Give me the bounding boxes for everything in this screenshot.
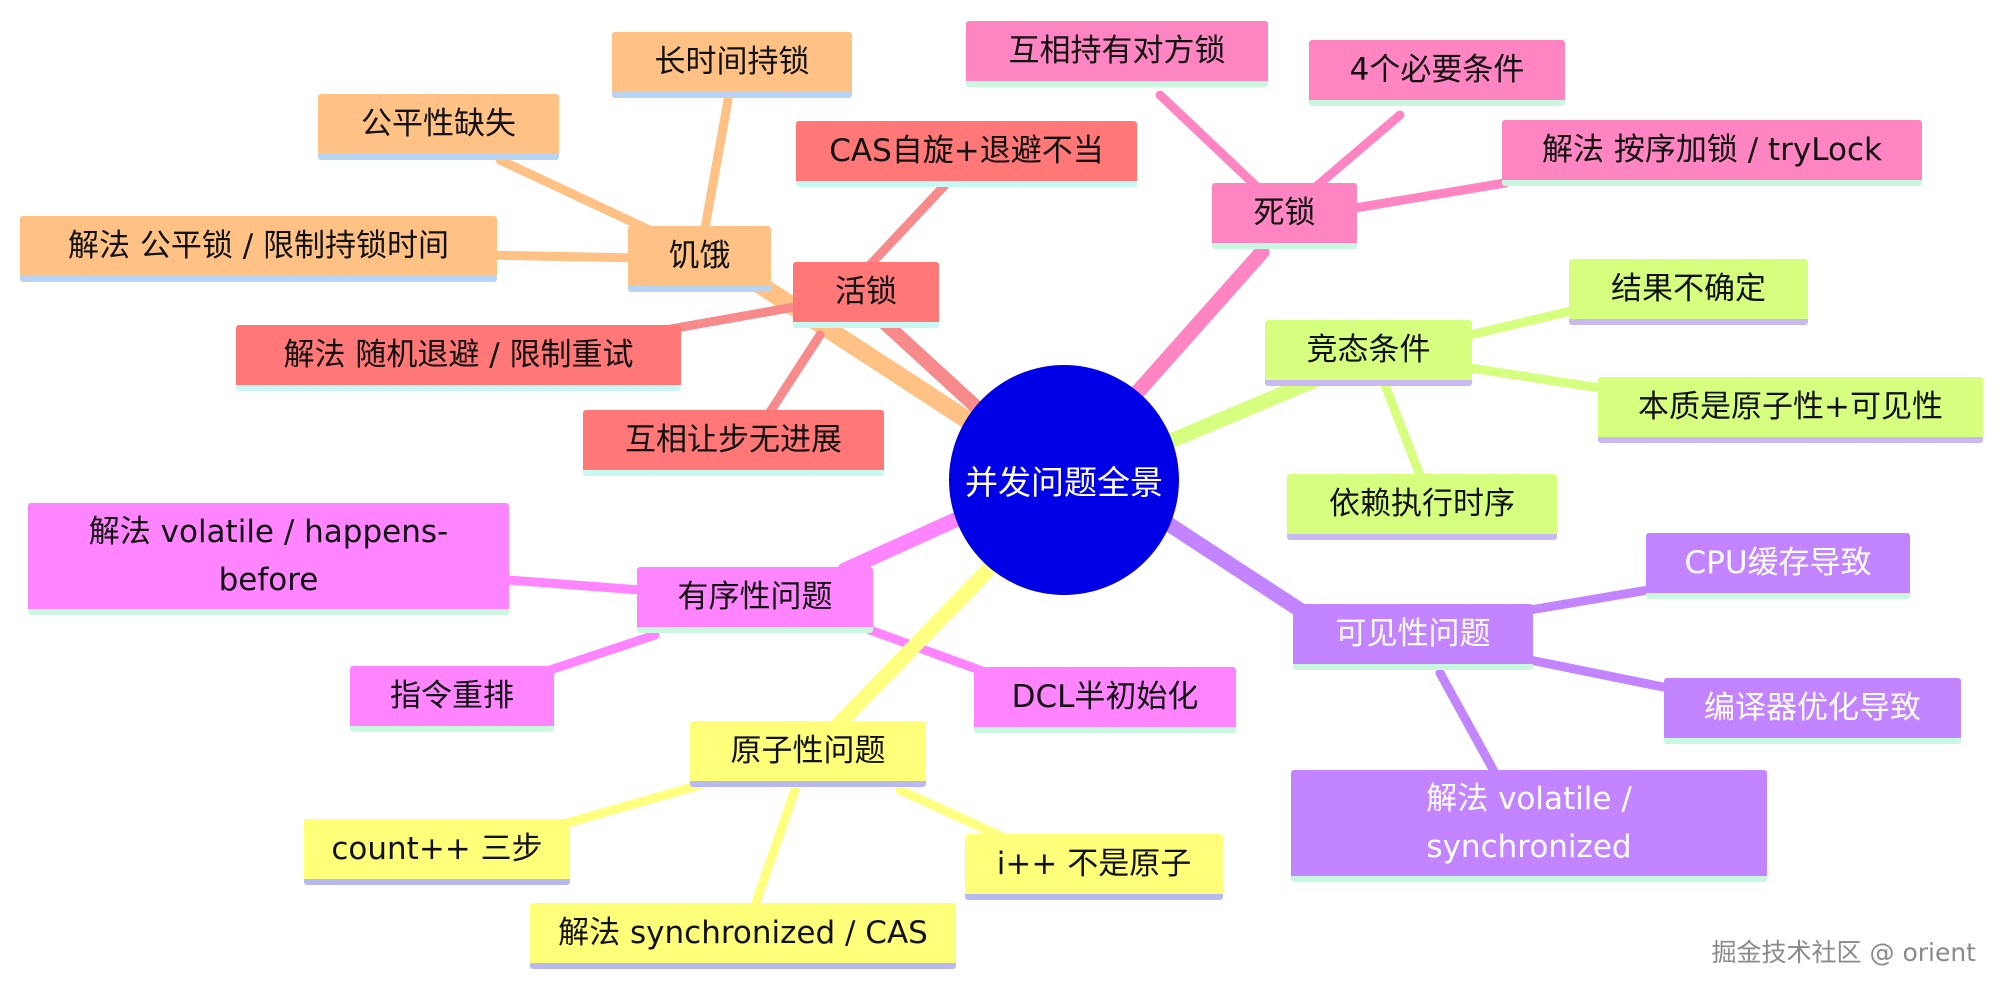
edge-atomicity-solution [750,785,800,910]
iplusplus-not-atomic-node[interactable]: i++ 不是原子 [965,834,1223,900]
long-hold-lock-node[interactable]: 长时间持锁 [612,32,852,98]
ordering-solution-node[interactable]: 解法 volatile / happens- before [28,503,509,615]
central-topic-label: 并发问题全景 [965,463,1163,502]
edge-livelock-yield [765,330,825,417]
magenta-connectors [503,512,990,677]
edge-livelock-cas [865,180,950,270]
mutual-yield-node[interactable]: 互相让步无进展 [583,410,884,476]
atomicity-solution-label: 解法 synchronized / CAS [558,914,928,951]
fairness-lacking-node[interactable]: 公平性缺失 [318,94,559,160]
compiler-opt-label: 编译器优化导致 [1704,689,1921,726]
uncertain-result-node[interactable]: 结果不确定 [1569,259,1808,325]
instruction-reorder-label: 指令重排 [390,677,514,714]
edge-center-ordering [837,512,963,578]
edge-ordering-reorder [545,630,660,675]
livelock-solution-label: 解法 随机退避 / 限制重试 [283,336,634,373]
deadlock-node[interactable]: 死锁 [1212,183,1357,249]
edge-atomicity-count [555,780,705,830]
race-condition-label: 竞态条件 [1306,331,1431,368]
edge-center-deadlock [1127,244,1270,403]
livelock-solution-node[interactable]: 解法 随机退避 / 限制重试 [236,325,681,391]
deadlock-label: 死锁 [1253,194,1316,231]
starvation-solution-label: 解法 公平锁 / 限制持锁时间 [67,227,449,264]
starvation-solution-node[interactable]: 解法 公平锁 / 限制持锁时间 [20,216,497,282]
cas-spin-node[interactable]: CAS自旋+退避不当 [796,121,1137,187]
race-essence-node[interactable]: 本质是原子性+可见性 [1598,377,1983,443]
edge-visibility-cpu [1525,585,1653,615]
atomicity-node[interactable]: 原子性问题 [690,721,926,787]
uncertain-result-label: 结果不确定 [1611,270,1766,307]
edge-deadlock-conditions [1313,110,1405,190]
mutual-yield-label: 互相让步无进展 [625,421,842,458]
cas-spin-label: CAS自旋+退避不当 [829,132,1104,169]
dcl-half-init-node[interactable]: DCL半初始化 [974,667,1236,733]
edge-ordering-solution [503,575,645,595]
edge-center-visibility [1162,517,1308,618]
edge-ordering-dcl [865,625,990,677]
starvation-label: 饥饿 [668,237,731,274]
mutual-hold-node[interactable]: 互相持有对方锁 [966,21,1268,87]
deadlock-solution-node[interactable]: 解法 按序加锁 / tryLock [1502,120,1922,186]
deadlock-solution-label: 解法 按序加锁 / tryLock [1542,131,1882,168]
edge-starvation-solution [475,250,645,263]
pink-connectors [1127,90,1510,403]
visibility-solution-line2: synchronized [1426,829,1632,865]
edge-center-starvation [736,266,984,434]
starvation-node[interactable]: 饥饿 [628,226,771,292]
count-three-steps-node[interactable]: count++ 三步 [304,819,570,885]
race-condition-node[interactable]: 竞态条件 [1265,320,1472,386]
edge-deadlock-mutual [1155,90,1260,190]
mutual-hold-label: 互相持有对方锁 [1008,32,1226,69]
violet-connectors [1162,517,1673,778]
four-conditions-label: 4个必要条件 [1349,51,1525,88]
edge-visibility-compiler [1525,655,1673,693]
ordering-solution-line2: before [218,562,319,598]
central-topic[interactable]: 并发问题全景 [949,365,1179,595]
ordering-label: 有序性问题 [677,578,833,615]
dcl-half-init-label: DCL半初始化 [1011,678,1199,715]
watermark: 掘金技术社区 @ orient [1711,938,1976,967]
count-three-steps-label: count++ 三步 [331,830,543,867]
livelock-label: 活锁 [835,273,897,310]
livelock-node[interactable]: 活锁 [793,262,939,328]
race-essence-label: 本质是原子性+可见性 [1638,388,1943,425]
edge-deadlock-solution [1350,178,1510,213]
atomicity-solution-node[interactable]: 解法 synchronized / CAS [530,903,956,969]
instruction-reorder-node[interactable]: 指令重排 [350,666,554,732]
visibility-solution-line1: 解法 volatile / [1426,780,1632,817]
execution-timing-node[interactable]: 依赖执行时序 [1287,474,1557,540]
four-conditions-node[interactable]: 4个必要条件 [1309,40,1565,106]
execution-timing-label: 依赖执行时序 [1329,485,1515,522]
edge-center-atomicity [822,560,998,741]
edge-race-essence [1465,363,1605,393]
edge-starvation-long-hold [700,95,733,233]
compiler-opt-node[interactable]: 编译器优化导致 [1664,678,1961,744]
edge-livelock-solution [660,301,805,335]
cpu-cache-label: CPU缓存导致 [1684,544,1872,581]
lime-connectors [1165,305,1605,480]
fairness-lacking-label: 公平性缺失 [361,105,516,142]
cpu-cache-node[interactable]: CPU缓存导致 [1646,533,1910,599]
long-hold-lock-label: 长时间持锁 [654,43,810,80]
edge-starvation-fairness [495,155,665,240]
edge-race-uncertain [1465,305,1580,340]
edge-center-race [1165,370,1328,448]
iplusplus-not-atomic-label: i++ 不是原子 [996,845,1192,882]
visibility-label: 可见性问题 [1335,615,1491,652]
edge-visibility-solution [1435,668,1500,778]
yellow-connectors [555,560,1025,910]
ordering-node[interactable]: 有序性问题 [637,567,873,633]
edge-race-timing [1380,380,1425,480]
visibility-solution-node[interactable]: 解法 volatile / synchronized [1291,770,1767,882]
ordering-solution-line1: 解法 volatile / happens- [88,513,449,550]
orange-connectors [475,95,984,434]
atomicity-label: 原子性问题 [730,732,886,769]
visibility-node[interactable]: 可见性问题 [1293,604,1533,670]
